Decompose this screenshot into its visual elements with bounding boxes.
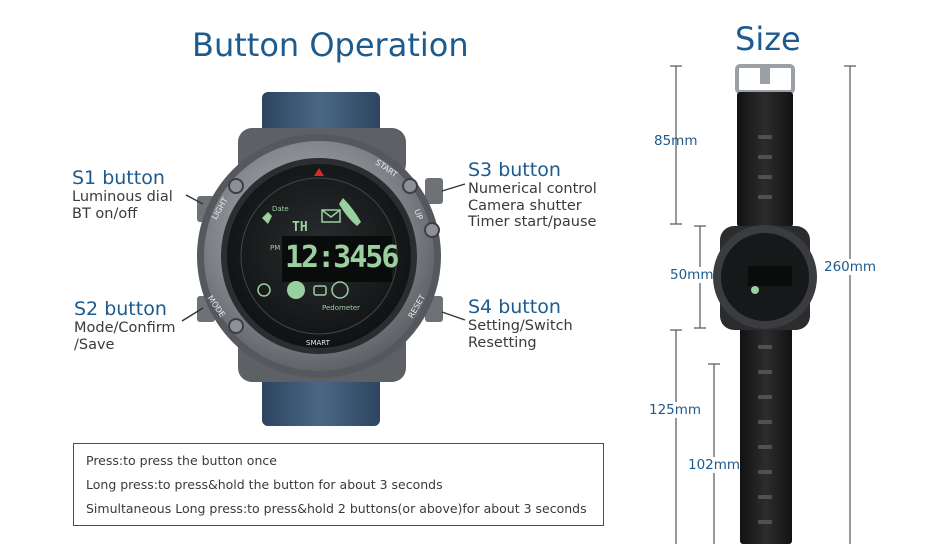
legend-simultaneous-press: Simultaneous Long press:to press&hold 2 … xyxy=(86,501,587,516)
lcd-pedometer: Pedometer xyxy=(322,304,361,312)
dimension-85mm: 85mm xyxy=(654,133,698,149)
press-legend-box: Press:to press the button once Long pres… xyxy=(73,443,604,526)
s2-button-info: S2 button Mode/Confirm /Save xyxy=(74,298,176,353)
s1-button-title: S1 button xyxy=(72,167,165,189)
s3-line-2: Camera shutter xyxy=(468,197,582,214)
s1-line-2: BT on/off xyxy=(72,205,138,222)
alarm-icon xyxy=(257,283,271,297)
home-icon xyxy=(287,281,305,299)
s3-pusher xyxy=(425,178,443,204)
bezel-label-smart: SMART xyxy=(306,339,330,347)
phone-icon xyxy=(339,198,361,226)
s3-button-info: S3 button Numerical control Camera shutt… xyxy=(468,159,597,231)
bluetooth-icon xyxy=(331,281,349,299)
s1-line-1: Luminous dial xyxy=(72,189,173,205)
message-icon xyxy=(321,209,341,223)
s4-button-title: S4 button xyxy=(468,296,561,318)
dimension-125mm: 125mm xyxy=(649,402,702,418)
size-heading: Size xyxy=(735,20,801,58)
s3-line-1: Numerical control xyxy=(468,181,597,197)
s3-button-title: S3 button xyxy=(468,159,561,181)
button-operation-heading: Button Operation xyxy=(192,26,469,64)
s2-button-title: S2 button xyxy=(74,298,167,320)
button-pointers xyxy=(181,183,466,322)
s4-line-2: Resetting xyxy=(468,334,537,351)
s4-line-1: Setting/Switch xyxy=(468,318,573,334)
s3-line-3: Timer start/pause xyxy=(468,214,597,230)
legend-press: Press:to press the button once xyxy=(86,453,277,468)
dimension-102mm: 102mm xyxy=(688,457,741,473)
s1-button-info: S1 button Luminous dial BT on/off xyxy=(72,167,173,222)
upper-strap xyxy=(737,92,793,227)
size-watch xyxy=(713,64,817,544)
camera-icon xyxy=(313,285,327,296)
lcd-window xyxy=(282,236,392,282)
s2-line-2: /Save xyxy=(74,336,115,353)
dimension-260mm: 260mm xyxy=(824,259,877,275)
s2-line-1: Mode/Confirm xyxy=(74,320,176,336)
lower-strap xyxy=(740,325,792,544)
lcd-pm: PM xyxy=(270,244,281,252)
run-icon xyxy=(262,212,272,224)
lcd-date: Date xyxy=(272,205,289,213)
dimension-lines xyxy=(670,65,856,544)
s4-button-info: S4 button Setting/Switch Resetting xyxy=(468,296,573,351)
lcd-time: 12:3456 xyxy=(285,240,399,275)
lcd-th: TH xyxy=(292,220,308,235)
dimension-50mm: 50mm xyxy=(670,267,714,283)
front-watch xyxy=(197,92,443,426)
legend-long-press: Long press:to press&hold the button for … xyxy=(86,477,443,492)
